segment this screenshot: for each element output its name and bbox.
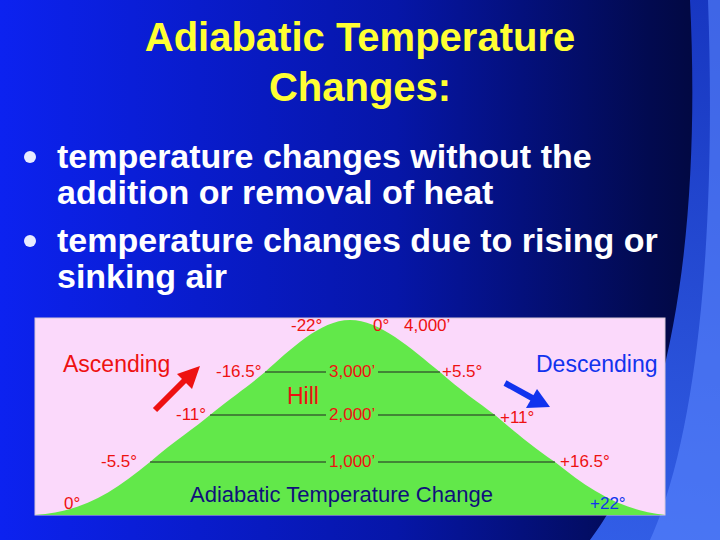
ascending-arrow-head xyxy=(177,366,200,389)
temperature-value: 0° xyxy=(373,316,389,336)
bullet-dot xyxy=(24,235,36,247)
altitude-value: 2,000’ xyxy=(326,405,378,425)
direction-label: Ascending xyxy=(63,350,170,378)
temperature-value: +22° xyxy=(590,494,626,514)
altitude-value: 3,000’ xyxy=(326,362,378,382)
temperature-value: +16.5° xyxy=(560,452,610,472)
temperature-value: -16.5° xyxy=(216,362,262,382)
bullet-text: temperature changes due to rising or sin… xyxy=(57,222,702,294)
hill-label: Hill xyxy=(287,382,319,410)
direction-label: Descending xyxy=(536,350,657,378)
diagram-panel xyxy=(35,318,665,515)
altitude-value: 1,000’ xyxy=(326,452,378,472)
temperature-value: 0° xyxy=(64,494,80,514)
bullet-dot xyxy=(24,151,36,163)
hill-shape xyxy=(35,320,665,515)
temperature-value: +11° xyxy=(500,408,534,428)
temperature-value: -22° xyxy=(291,316,322,336)
temperature-value: -11° xyxy=(176,405,206,425)
altitude-value: 4,000’ xyxy=(404,316,450,336)
descending-arrow-head xyxy=(526,389,550,408)
slide-title: Adiabatic Temperature Changes: xyxy=(100,12,620,112)
descending-arrow xyxy=(505,383,534,399)
bullet-text: temperature changes without the addition… xyxy=(57,138,702,210)
temperature-value: +5.5° xyxy=(442,362,482,382)
diagram-caption: Adiabatic Temperature Change xyxy=(190,482,493,508)
temperature-value: -5.5° xyxy=(101,452,137,472)
